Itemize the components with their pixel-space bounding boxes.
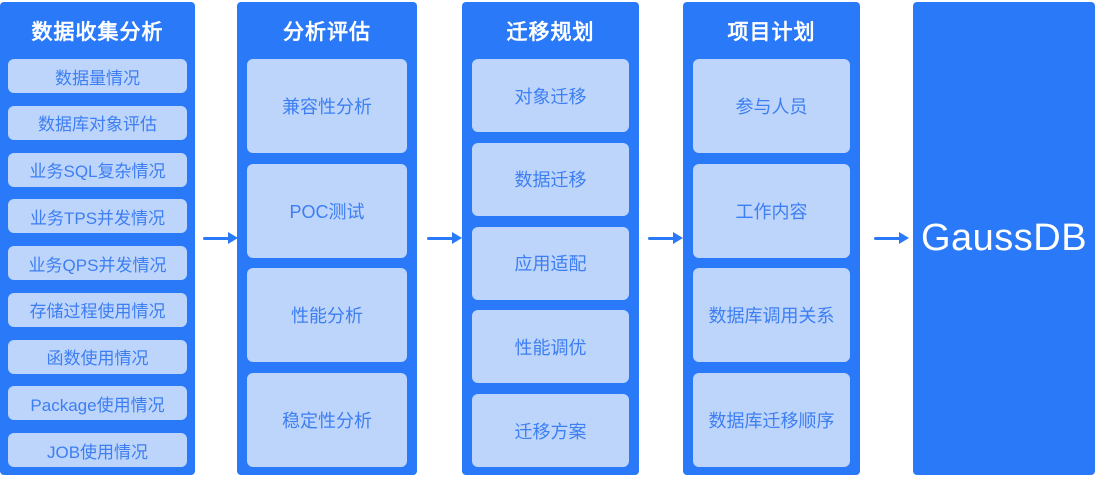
stage-item: Package使用情况	[8, 386, 187, 421]
stage-item: 对象迁移	[472, 59, 629, 132]
stage-title: 项目计划	[727, 21, 816, 44]
flow-arrow-icon	[639, 224, 683, 252]
stage-item: 参与人员	[693, 59, 850, 153]
stage-item-list: 对象迁移 数据迁移 应用适配 性能调优 迁移方案	[462, 48, 639, 475]
target-node-gaussdb: GaussDB	[913, 2, 1095, 475]
stage-item: 数据量情况	[8, 59, 187, 93]
right-arrow-icon	[648, 231, 683, 244]
right-arrow-icon	[426, 231, 462, 244]
stage-item: 函数使用情况	[8, 339, 187, 374]
stage-item: JOB使用情况	[8, 433, 187, 467]
stage-item: 数据迁移	[472, 142, 629, 216]
stage-item-list: 参与人员 工作内容 数据库调用关系 数据库迁移顺序	[683, 48, 860, 475]
stage-item: 业务SQL复杂情况	[8, 152, 187, 187]
stage-item: 性能分析	[247, 268, 407, 363]
stage-item: 工作内容	[693, 163, 850, 258]
stage-item: 业务QPS并发情况	[8, 246, 187, 280]
stage-item: 性能调优	[472, 310, 629, 384]
stage-title: 分析评估	[283, 21, 371, 44]
right-arrow-icon	[873, 231, 909, 244]
stage-item: 数据库迁移顺序	[693, 372, 850, 467]
stage-item: POC测试	[247, 163, 407, 258]
flow-arrow-icon	[417, 224, 462, 252]
stage-column-analysis-evaluation: 分析评估 兼容性分析 POC测试 性能分析 稳定性分析	[237, 2, 417, 475]
stage-item-list: 兼容性分析 POC测试 性能分析 稳定性分析	[237, 48, 417, 475]
stage-item: 兼容性分析	[247, 59, 407, 153]
stage-item: 存储过程使用情况	[8, 292, 187, 327]
stage-title: 迁移规划	[506, 21, 595, 44]
stage-title: 数据收集分析	[31, 21, 164, 44]
right-arrow-icon	[203, 231, 238, 244]
stage-item: 应用适配	[472, 226, 629, 300]
stage-item: 数据库对象评估	[8, 105, 187, 140]
stage-column-migration-planning: 迁移规划 对象迁移 数据迁移 应用适配 性能调优 迁移方案	[462, 2, 639, 475]
stage-item: 稳定性分析	[247, 372, 407, 467]
target-label: GaussDB	[920, 217, 1088, 259]
stage-column-project-plan: 项目计划 参与人员 工作内容 数据库调用关系 数据库迁移顺序	[683, 2, 860, 475]
stage-item: 业务TPS并发情况	[8, 199, 187, 234]
stage-item: 迁移方案	[472, 394, 629, 467]
flow-arrow-icon	[860, 224, 913, 252]
stage-item: 数据库调用关系	[693, 268, 850, 363]
stage-item-list: 数据量情况 数据库对象评估 业务SQL复杂情况 业务TPS并发情况 业务QPS并…	[0, 48, 195, 475]
flow-arrow-icon	[195, 224, 238, 252]
stage-column-data-collection: 数据收集分析 数据量情况 数据库对象评估 业务SQL复杂情况 业务TPS并发情况…	[0, 2, 195, 475]
